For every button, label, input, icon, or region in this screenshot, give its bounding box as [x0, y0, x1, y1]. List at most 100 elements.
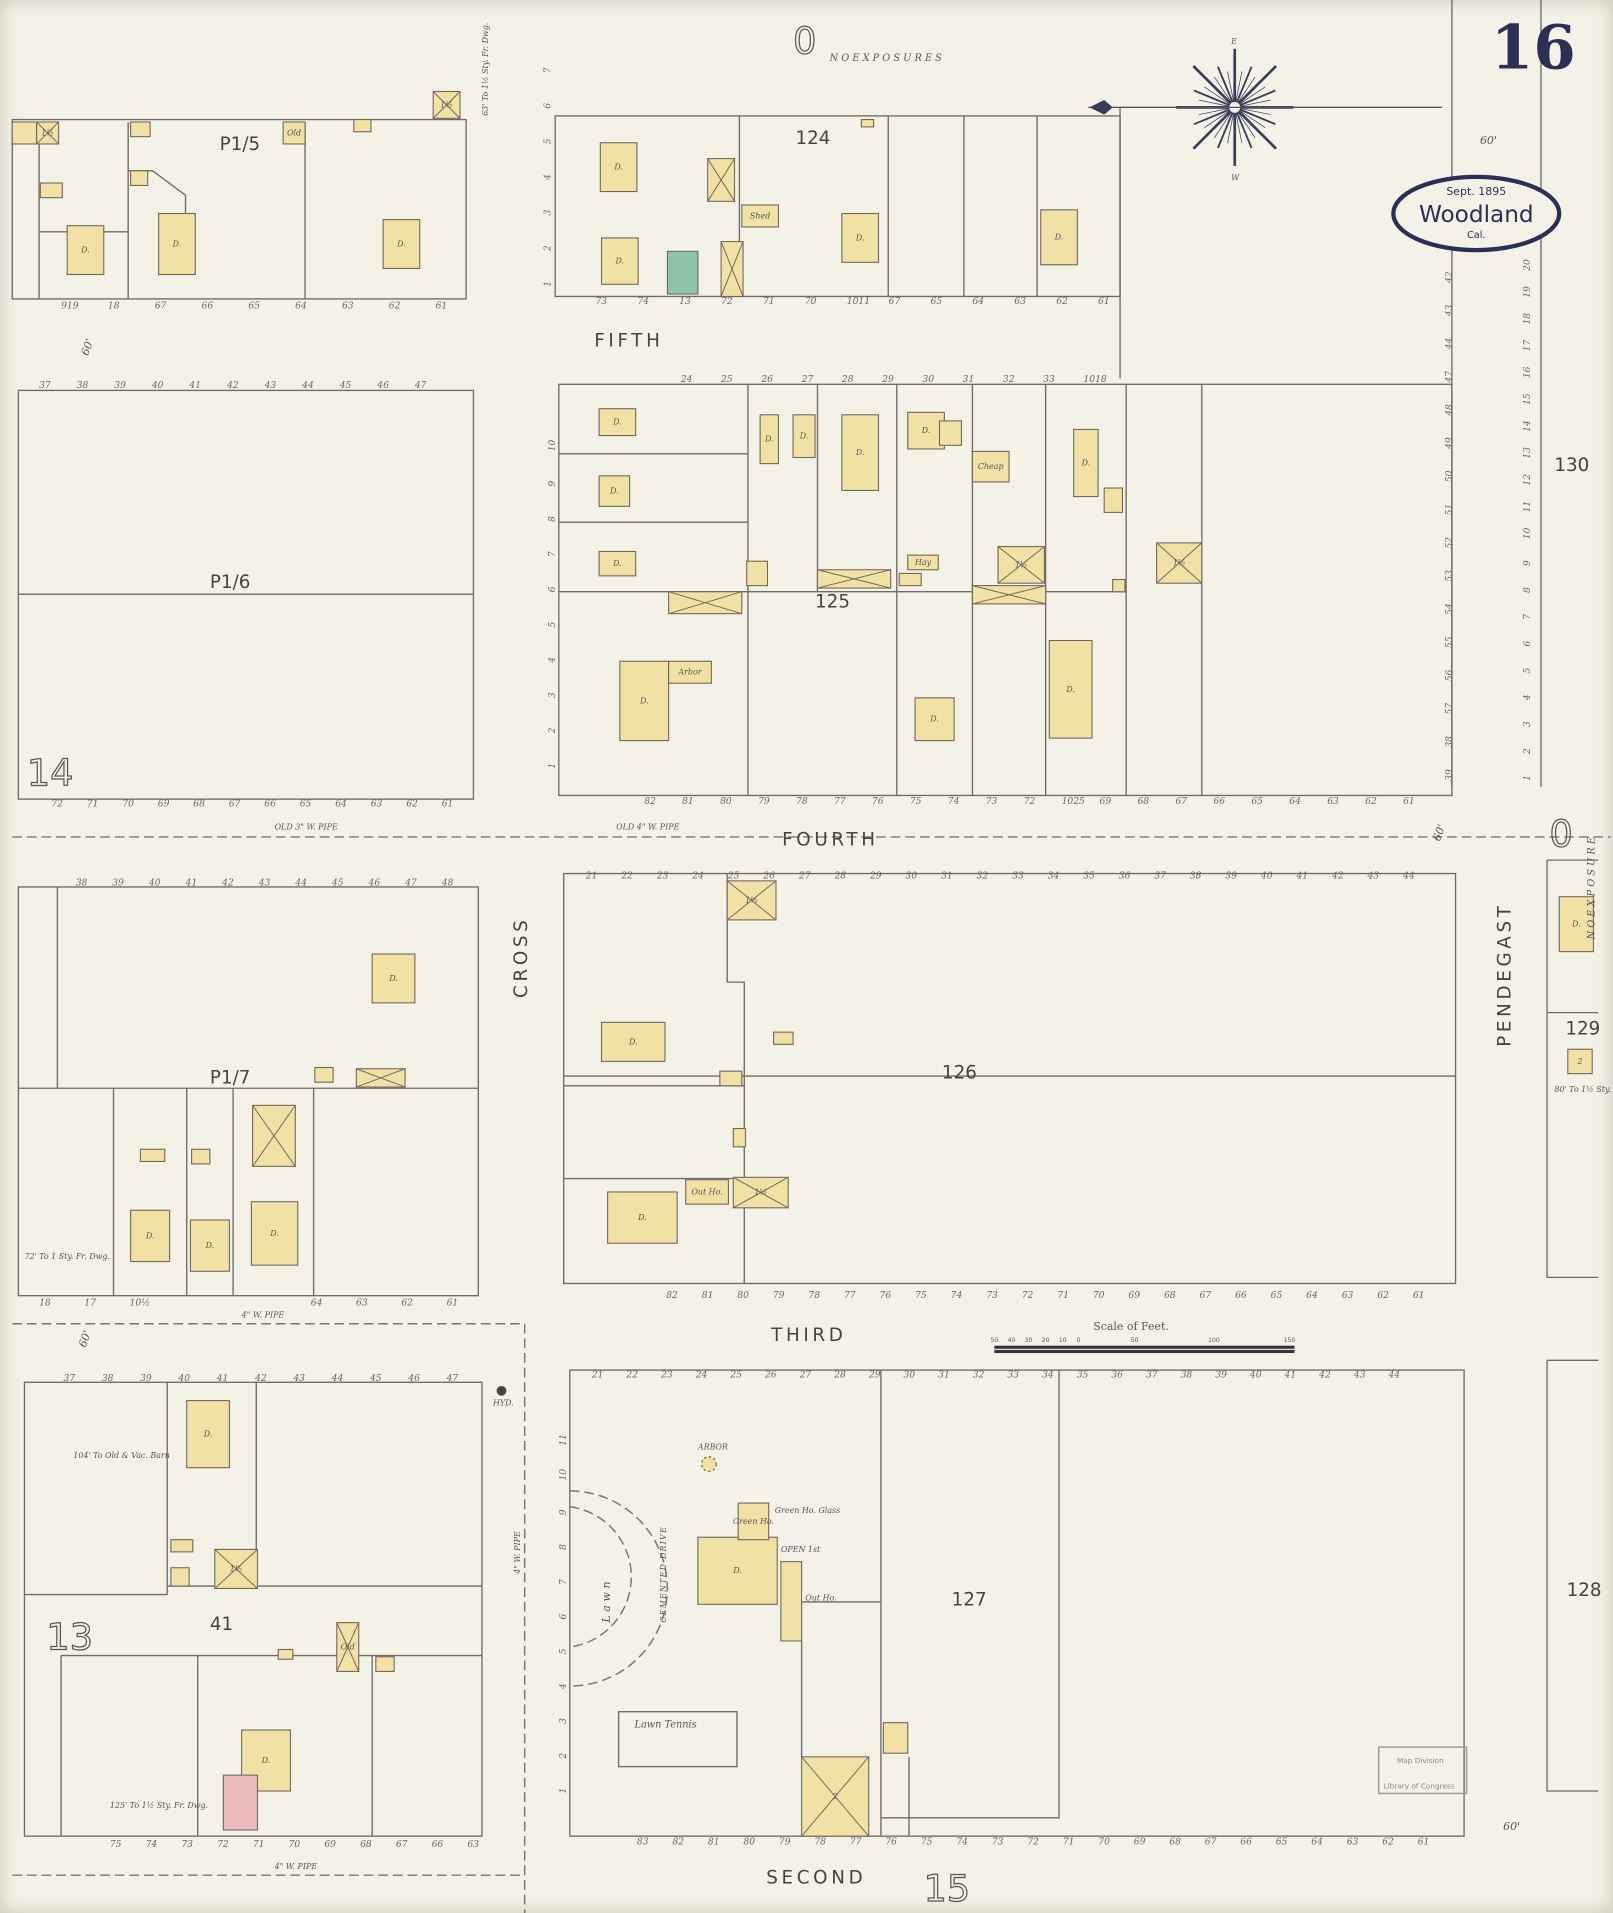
lot-number: 32 — [977, 871, 989, 881]
lot-number: 68 — [193, 799, 205, 809]
lot-number: 37 — [1146, 1370, 1158, 1380]
lot-number: 74 — [948, 797, 960, 807]
lot-number: 61 — [447, 1298, 459, 1308]
block-p5: P1/5 — [220, 134, 260, 155]
block-128: 128 — [1567, 1580, 1602, 1601]
building-label: D. — [615, 257, 625, 266]
compass-ray — [1233, 65, 1278, 109]
lot-number: 81 — [702, 1291, 714, 1301]
building-label: Cheap — [978, 462, 1004, 471]
block-125: 125 — [815, 592, 850, 613]
street-cross: CROSS — [511, 917, 532, 998]
lot-number: 5 — [543, 138, 553, 144]
lot-number: 4 — [1523, 694, 1533, 701]
lawn-tennis-label: Lawn Tennis — [633, 1720, 696, 1731]
lot-number: 71 — [1063, 1838, 1075, 1848]
lot-number: 61 — [1418, 1838, 1430, 1848]
building — [759, 414, 779, 465]
building-label: Old — [287, 128, 301, 137]
lot-number: 20 — [1523, 259, 1533, 272]
building — [907, 411, 945, 450]
lot-number: 40 — [177, 1374, 190, 1384]
scale-tick-label: 50 — [991, 1337, 999, 1344]
lot-number: 63 — [1327, 797, 1339, 807]
sheet-ref-13[interactable]: 13 — [46, 1615, 94, 1659]
lot-number: 64 — [972, 297, 984, 307]
building-label: D. — [269, 1229, 279, 1238]
compass-ray — [1234, 89, 1276, 109]
lot-number: 45 — [331, 879, 344, 889]
lot-number: 75 — [910, 797, 922, 807]
lot-number: 6 — [548, 586, 558, 592]
lot-number: 66 — [1240, 1838, 1252, 1848]
compass-ray — [1192, 65, 1236, 109]
pipe-4-third: 4" W. PIPE — [241, 1311, 285, 1320]
building-label: D. — [203, 1430, 213, 1439]
lot-number: 6 — [1523, 641, 1533, 647]
building-label: 1½ — [440, 100, 453, 109]
lot-number: 13 — [679, 297, 691, 307]
lot-number: 8 — [559, 1544, 569, 1550]
lot-number: 72 — [1027, 1838, 1039, 1848]
lot-number: 75 — [110, 1840, 122, 1850]
sheet-ref-right[interactable]: 0 — [1549, 812, 1574, 856]
lot-number: 82 — [672, 1838, 684, 1848]
building-cross-mark — [707, 158, 735, 202]
lot-number: 46 — [368, 879, 381, 889]
lot-number: 70 — [805, 297, 817, 307]
lot-number: 69 — [1100, 797, 1112, 807]
pipe-4-cross: 4" W. PIPE — [513, 1531, 522, 1575]
lot-number: 57 — [1445, 703, 1455, 715]
sheet-ref-15[interactable]: 15 — [923, 1866, 971, 1910]
lot-number: 39 — [112, 879, 124, 889]
lot-number: 56 — [1445, 669, 1455, 681]
lot-number: 17 — [84, 1298, 96, 1308]
building-cross-mark — [997, 546, 1045, 584]
lot-number: 41 — [1295, 871, 1308, 881]
lot-number: 79 — [773, 1291, 785, 1301]
lot-number: 23 — [660, 1370, 673, 1380]
building — [1567, 1048, 1593, 1075]
hydrant-icon — [496, 1385, 507, 1396]
block-124-outline — [554, 115, 1121, 298]
lot-number: 71 — [1057, 1291, 1069, 1301]
sheet-ref-top[interactable]: 0 — [792, 19, 817, 63]
building — [189, 1219, 230, 1272]
building-label: 1½ — [754, 1188, 767, 1197]
building — [792, 414, 816, 459]
lot-number: 72 — [721, 297, 733, 307]
lot-number: 66 — [1213, 797, 1225, 807]
building — [685, 1179, 729, 1205]
lot-number: 26 — [762, 871, 775, 881]
building-label: 2 — [832, 1792, 838, 1801]
lot-number: 22 — [620, 871, 633, 881]
lot-number: 15 — [1523, 393, 1533, 405]
lot-lines — [738, 0, 1542, 787]
compass-ray — [1192, 106, 1236, 150]
lot-number: 67 — [1175, 797, 1187, 807]
lot-number: 67 — [396, 1840, 408, 1850]
building — [914, 697, 955, 742]
lot-number: 7 — [1523, 614, 1533, 620]
building-label: D. — [172, 239, 182, 248]
note-104: 104' To Old & Vac. Barn — [73, 1451, 170, 1460]
note-125: 125' To 1½ Sty. Fr. Dwg. — [110, 1801, 208, 1810]
block-127: 127 — [952, 1590, 987, 1611]
sheet-ref-14[interactable]: 14 — [26, 751, 74, 795]
building-label: D. — [799, 432, 809, 441]
lot-number: 7 — [559, 1579, 569, 1585]
building-cross-mark — [720, 241, 744, 297]
lot-number: 62 — [406, 799, 418, 809]
lot-number: 67 — [1200, 1291, 1212, 1301]
lot-number: 73 — [986, 1291, 998, 1301]
lot-number: 25 — [729, 1370, 742, 1380]
lot-number: 64 — [1311, 1838, 1323, 1848]
lot-number: 39 — [140, 1374, 152, 1384]
lot-number: 3 — [543, 210, 553, 216]
lot-number: 70 — [289, 1840, 301, 1850]
building — [971, 450, 1010, 483]
building-label: D. — [396, 239, 406, 248]
lot-number: 38 — [102, 1374, 114, 1384]
scale-title: Scale of Feet. — [1093, 1320, 1169, 1333]
